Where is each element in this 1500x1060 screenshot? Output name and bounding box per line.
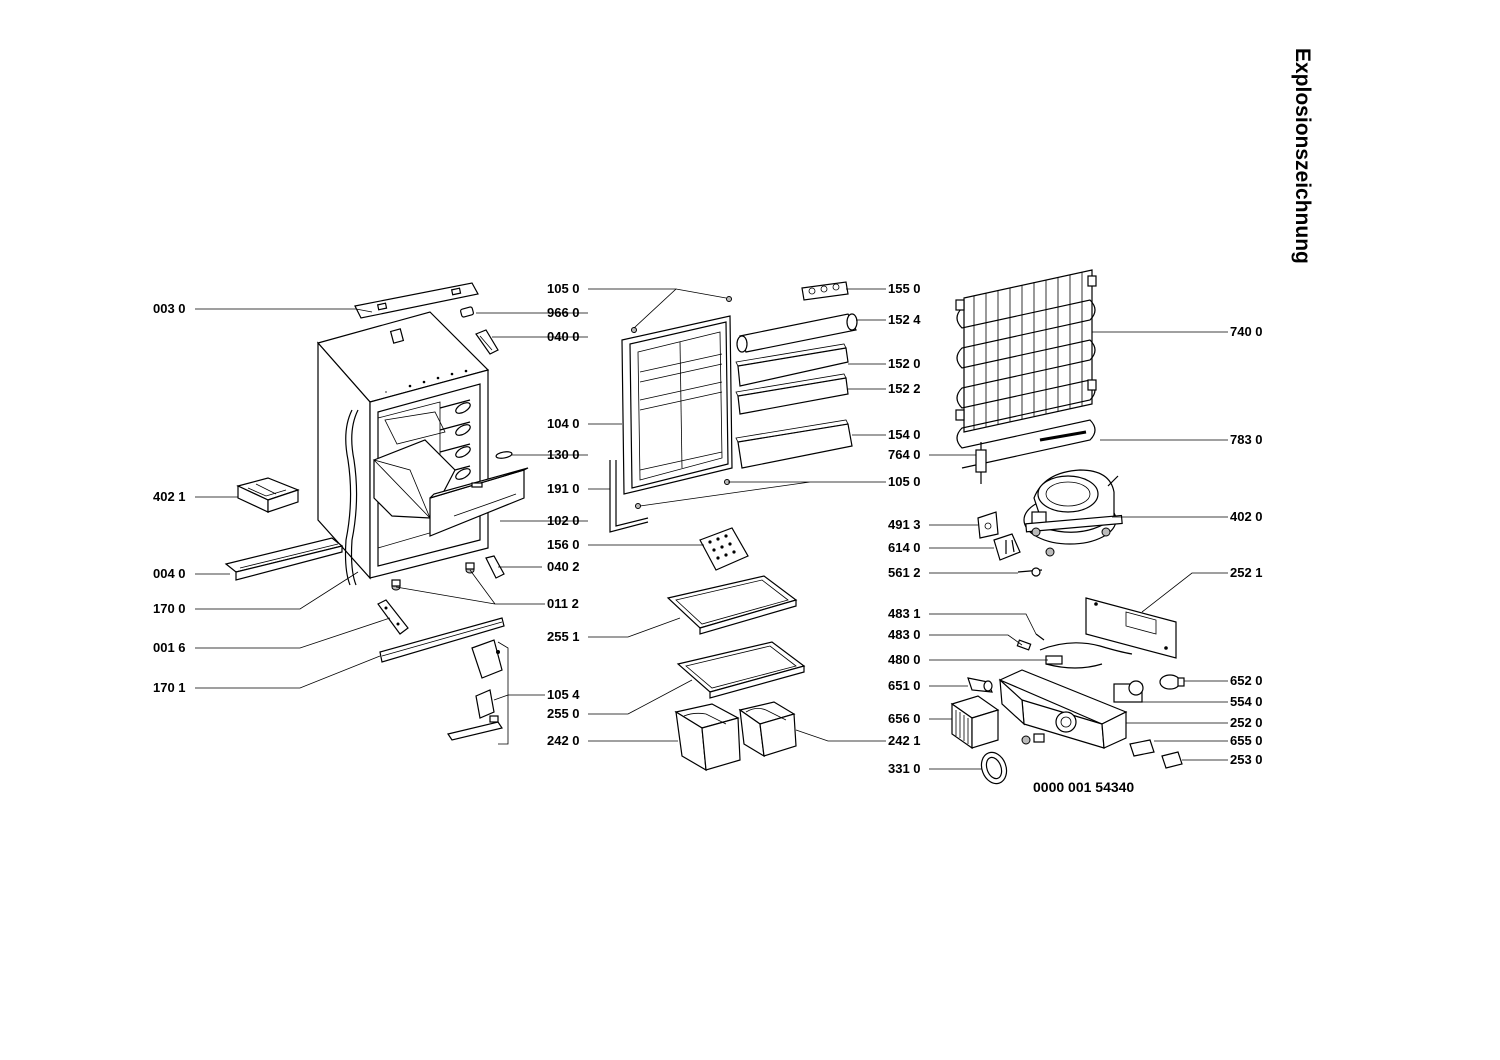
label-783-0: 783 0: [1230, 432, 1263, 447]
label-152-4: 152 4: [888, 312, 921, 327]
label-104-0: 104 0: [547, 416, 580, 431]
part-242-1: [738, 701, 797, 758]
part-154-0: [735, 419, 853, 469]
label-003-0: 003 0: [153, 301, 186, 316]
part-614-0: [993, 533, 1021, 561]
drawing-title: Explosionszeichnung: [1291, 48, 1314, 264]
part-483-0: [1016, 639, 1032, 651]
label-651-0: 651 0: [888, 678, 921, 693]
label-001-6: 001 6: [153, 640, 186, 655]
part-004-0: [224, 537, 344, 581]
part-656-0: [950, 695, 1000, 750]
part-152-2: [735, 373, 849, 415]
part-402-1: [236, 477, 300, 513]
label-156-0: 156 0: [547, 537, 580, 552]
label-491-3: 491 3: [888, 517, 921, 532]
label-561-2: 561 2: [888, 565, 921, 580]
label-242-0: 242 0: [547, 733, 580, 748]
label-004-0: 004 0: [153, 566, 186, 581]
label-170-0: 170 0: [153, 601, 186, 616]
document-number: 0000 001 54340: [1033, 779, 1135, 795]
part-652-0: [1159, 674, 1185, 690]
label-740-0: 740 0: [1230, 324, 1263, 339]
label-483-1: 483 1: [888, 606, 921, 621]
label-152-0: 152 0: [888, 356, 921, 371]
part-003-0: [354, 282, 479, 319]
label-554-0: 554 0: [1230, 694, 1263, 709]
cabinet: [316, 311, 490, 586]
label-040-0: 040 0: [547, 329, 580, 344]
part-764-0: [975, 442, 987, 484]
part-130-0: [495, 451, 513, 459]
label-191-0: 191 0: [547, 481, 580, 496]
label-402-1: 402 1: [153, 489, 186, 504]
label-480-0: 480 0: [888, 652, 921, 667]
part-001-6: [377, 599, 409, 635]
label-764-0: 764 0: [888, 447, 921, 462]
leader-lines: [195, 288, 1228, 770]
part-655-0: [1129, 739, 1155, 757]
part-483-1: [1035, 633, 1045, 641]
part-156-0: [699, 527, 749, 571]
label-155-0: 155 0: [888, 281, 921, 296]
part-191-0: [609, 460, 649, 533]
label-655-0: 655 0: [1230, 733, 1263, 748]
label-252-1: 252 1: [1230, 565, 1263, 580]
label-255-1: 255 1: [547, 629, 580, 644]
part-102-0: [429, 467, 529, 537]
label-614-0: 614 0: [888, 540, 921, 555]
part-242-0: [674, 703, 741, 772]
part-152-0: [735, 343, 849, 387]
label-242-1: 242 1: [888, 733, 921, 748]
part-252-1: [1085, 597, 1177, 659]
part-040-2: [485, 555, 505, 579]
label-966-0: 966 0: [547, 305, 580, 320]
part-491-3: [977, 511, 999, 539]
part-253-0: [1161, 751, 1183, 769]
label-105-0-top: 105 0: [547, 281, 580, 296]
part-561-2: [1017, 567, 1043, 577]
part-480-0: [1039, 642, 1133, 669]
label-253-0: 253 0: [1230, 752, 1263, 767]
part-255-0: [676, 641, 806, 699]
label-154-0: 154 0: [888, 427, 921, 442]
label-105-0-mid: 105 0: [888, 474, 921, 489]
label-331-0: 331 0: [888, 761, 921, 776]
part-966-0: [460, 306, 474, 318]
part-155-0: [801, 281, 849, 301]
part-331-0: [980, 751, 1008, 785]
label-105-4: 105 4: [547, 687, 580, 702]
part-252-0: [998, 669, 1128, 749]
label-102-0: 102 0: [547, 513, 580, 528]
label-011-2: 011 2: [547, 596, 579, 611]
part-740-0: [955, 269, 1097, 469]
part-170-1: [379, 617, 505, 663]
part-152-4: [736, 313, 858, 353]
label-152-2: 152 2: [888, 381, 921, 396]
part-402-0: [1023, 469, 1123, 557]
door: [621, 296, 733, 509]
part-011-2: [391, 562, 475, 591]
label-130-0: 130 0: [547, 447, 580, 462]
label-652-0: 652 0: [1230, 673, 1263, 688]
part-651-0: [967, 677, 993, 693]
part-783-0: [1039, 430, 1087, 442]
part-554-0: [1113, 680, 1144, 703]
label-040-2: 040 2: [547, 559, 580, 574]
label-402-0: 402 0: [1230, 509, 1263, 524]
label-483-0: 483 0: [888, 627, 921, 642]
label-656-0: 656 0: [888, 711, 921, 726]
part-040-0: [475, 329, 499, 355]
label-252-0: 252 0: [1230, 715, 1263, 730]
label-255-0: 255 0: [547, 706, 580, 721]
label-170-1: 170 1: [153, 680, 186, 695]
part-255-1: [666, 575, 798, 635]
part-105-4: [447, 639, 503, 741]
